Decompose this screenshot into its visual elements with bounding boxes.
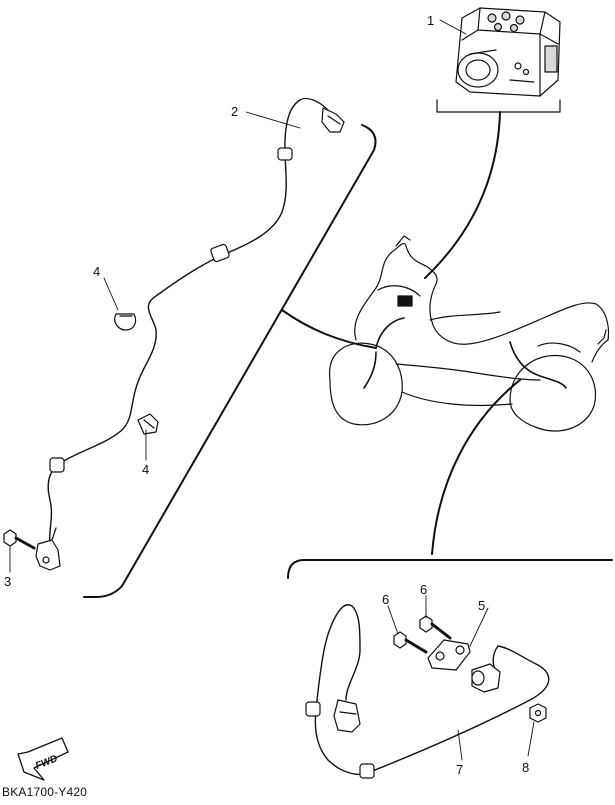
rear-wheel-sensor-lead[interactable] <box>305 604 550 779</box>
rear-sensor-connector <box>333 699 361 733</box>
rear-sensor-cable-a <box>314 604 371 776</box>
front-sensor-cable <box>47 99 301 549</box>
abs-frame-bracket <box>436 99 561 113</box>
callout-leaders <box>9 19 535 761</box>
front-wheel-sensor-lead[interactable] <box>35 97 345 571</box>
sensor-bracket[interactable] <box>427 639 471 671</box>
leader-front-to-bike <box>281 309 377 349</box>
front-panel-border <box>83 124 377 598</box>
callout-5: 5 <box>478 598 485 613</box>
sensor-bolt-front[interactable] <box>3 529 36 550</box>
callout-2: 2 <box>231 104 238 119</box>
callout-4-lower: 4 <box>142 462 149 477</box>
diagram-code: BKA1700-Y420 <box>2 785 87 799</box>
callout-4-upper: 4 <box>93 264 100 279</box>
abs-hydraulic-unit[interactable] <box>436 7 561 113</box>
abs-top-face <box>477 7 546 35</box>
callout-7: 7 <box>456 762 463 777</box>
cable-clamp-lower[interactable] <box>137 413 159 435</box>
rear-panel-border <box>287 559 613 579</box>
leader-bike-to-rear <box>431 379 521 555</box>
rear-sensor-cable-b <box>369 645 550 773</box>
bracket-bolt-right[interactable] <box>419 615 452 640</box>
leader-abs-to-bike <box>424 111 501 279</box>
callout-1: 1 <box>427 13 434 28</box>
bracket-bolt-left[interactable] <box>393 631 428 654</box>
front-sensor-head <box>35 539 61 571</box>
sensor-bolt-rear[interactable] <box>529 703 547 723</box>
scooter-outline <box>329 235 610 432</box>
cable-clamp-upper[interactable] <box>114 313 137 331</box>
callout-6-left: 6 <box>382 592 389 607</box>
fwd-arrow-icon: FWD <box>17 737 69 781</box>
callout-6-right: 6 <box>420 582 427 597</box>
callout-3: 3 <box>4 574 11 589</box>
callout-8: 8 <box>522 760 529 775</box>
